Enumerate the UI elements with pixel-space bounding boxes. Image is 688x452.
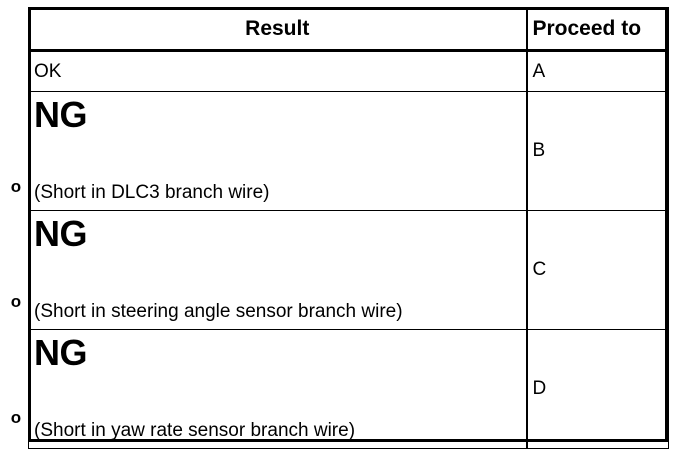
table-row: NG (Short in steering angle sensor branc… (28, 210, 669, 330)
cell-result-ng-steering-angle: NG (Short in steering angle sensor branc… (28, 210, 527, 330)
result-status-text: NG (34, 94, 87, 135)
table-row: NG (Short in DLC3 branch wire) B (28, 91, 669, 211)
result-status-text: OK (34, 60, 62, 82)
cell-proceed-to-c: C (525, 210, 669, 330)
result-note-text: (Short in steering angle sensor branch w… (34, 301, 403, 323)
result-note-text: (Short in yaw rate sensor branch wire) (34, 420, 356, 442)
cell-result-ng-yaw-rate: NG (Short in yaw rate sensor branch wire… (28, 329, 527, 449)
result-status-text: NG (34, 213, 87, 254)
cell-proceed-to-b: B (525, 91, 669, 211)
result-stack: NG (Short in steering angle sensor branc… (34, 211, 526, 329)
table-row: NG (Short in yaw rate sensor branch wire… (28, 329, 669, 449)
table-row: OK A (28, 50, 669, 92)
cell-result-ng-dlc3: NG (Short in DLC3 branch wire) (28, 91, 527, 211)
bullet-marker-row-4: o (10, 408, 22, 427)
bullet-marker-row-3: o (10, 292, 22, 311)
column-header-result: Result (28, 7, 527, 52)
result-note-text: (Short in DLC3 branch wire) (34, 182, 270, 204)
bullet-marker-row-2: o (10, 177, 22, 196)
cell-result-ok: OK (28, 50, 527, 92)
result-stack: NG (Short in DLC3 branch wire) (34, 92, 526, 210)
table-header-row: Result Proceed to (28, 7, 669, 52)
result-status-text: NG (34, 332, 87, 373)
cell-proceed-to-d: D (525, 329, 669, 449)
column-header-proceed-to: Proceed to (525, 7, 669, 52)
result-table: Result Proceed to OK A NG (Short in DLC3… (28, 7, 669, 449)
result-stack: NG (Short in yaw rate sensor branch wire… (34, 330, 526, 448)
cell-proceed-to-a: A (525, 50, 669, 92)
